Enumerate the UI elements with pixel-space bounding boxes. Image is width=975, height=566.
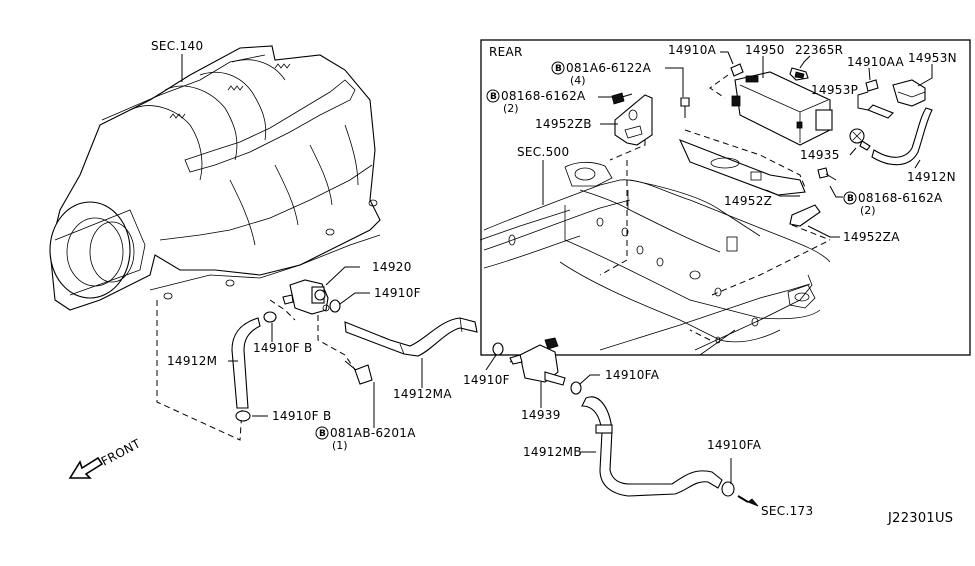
label-sec-140[interactable]: SEC.140 [151,39,203,53]
label-14910fb-lower[interactable]: 14910F B [272,409,332,423]
label-22365r[interactable]: 22365R [795,43,843,57]
front-direction-indicator: FRONT [68,436,143,479]
label-14912n[interactable]: 14912N [907,170,956,184]
label-sec-500[interactable]: SEC.500 [517,145,569,159]
bolt-081ab-illustration [344,360,373,385]
label-081ab-6201a: 081AB-6201A [330,426,416,440]
bracket-14952z [678,138,806,196]
bolt-badge-icon [486,89,500,103]
intake-manifold-illustration [49,45,381,311]
clip-14910a-illustration [730,63,744,77]
purge-valve-14920 [282,279,330,315]
bolt-081a6-illustration [680,97,690,118]
inset-title: REAR [489,45,523,59]
label-14910fa-upper[interactable]: 14910FA [605,368,660,382]
hose-14912n [871,107,933,166]
bolt-08168-illustration-a [611,92,633,105]
valve-14939 [509,337,566,386]
hose-14912mb [581,396,723,497]
bolt-badge-icon [315,426,329,440]
arrow-to-sec-173 [737,495,759,507]
bolt-08168-illustration-b [817,167,837,181]
clamp-14910f-upper [329,299,341,313]
qty-08168-6162a-a: (2) [503,102,519,115]
valve-14935 [849,128,871,151]
svg-text:B: B [490,92,497,102]
clamp-14910fa-lower [721,481,735,497]
svg-text:B: B [319,429,326,439]
qty-081a6-6122a: (4) [570,74,586,87]
label-08168-6162a-b: 08168-6162A [858,191,943,205]
label-081a6-6122a: 081A6-6122A [566,61,652,75]
bolt-badge-icon [843,191,857,205]
hose-14912ma [344,317,478,357]
clamp-14910fb-lower [235,410,251,422]
filter-14953n [892,79,926,107]
label-sec-173[interactable]: SEC.173 [761,504,813,518]
label-14910fb-upper[interactable]: 14910F B [253,341,313,355]
arrow-right-icon [747,498,759,507]
label-14952za[interactable]: 14952ZA [843,230,900,244]
inset-frame [480,39,971,356]
qty-08168-6162a-b: (2) [860,204,876,217]
label-14953n[interactable]: 14953N [908,51,957,65]
arrow-down-left-icon [68,456,104,479]
label-14912m[interactable]: 14912M [167,354,217,368]
qty-081ab-6201a: (1) [332,439,348,452]
clamp-14910fa-upper [570,381,582,395]
label-14952zb[interactable]: 14952ZB [535,117,592,131]
label-14935[interactable]: 14935 [800,148,840,162]
bracket-14952za [789,204,821,227]
label-14939[interactable]: 14939 [521,408,561,422]
rear-inset: REAR [479,39,971,356]
callout-bolt-081ab[interactable]: B 081AB-6201A (1) [315,426,416,452]
clamp-14910f-lower [492,342,504,356]
label-14950[interactable]: 14950 [745,43,785,57]
label-08168-6162a-a: 08168-6162A [501,89,586,103]
bracket-14953p [867,104,894,119]
label-14912mb[interactable]: 14912MB [523,445,582,459]
callout-bolt-081a6[interactable]: B 081A6-6122A (4) [551,61,652,87]
front-label: FRONT [99,436,143,468]
hose-14912m [231,317,261,409]
label-14910f-lower[interactable]: 14910F [463,373,510,387]
bracket-14952zb [614,94,653,146]
sensor-22365r [789,67,809,81]
callout-bolt-08168-a[interactable]: B 08168-6162A (2) [486,89,586,115]
svg-text:B: B [847,194,854,204]
label-14912ma[interactable]: 14912MA [393,387,452,401]
clip-14910aa [865,79,879,92]
svg-text:B: B [555,64,562,74]
figure-id: J22301US [887,511,953,526]
label-14920[interactable]: 14920 [372,260,412,274]
label-14953p[interactable]: 14953P [811,83,858,97]
label-14910fa-lower[interactable]: 14910FA [707,438,762,452]
main-leader-lines [228,266,732,484]
callout-bolt-08168-b[interactable]: B 08168-6162A (2) [843,191,943,217]
label-14910a[interactable]: 14910A [668,43,717,57]
canister-14950 [731,71,833,146]
label-14910f-upper[interactable]: 14910F [374,286,421,300]
label-14952z[interactable]: 14952Z [724,194,772,208]
clamp-14910fb-upper [263,311,277,323]
bolt-badge-icon [551,61,565,75]
vehicle-frame-illustration [479,161,831,356]
inset-leader-lines [542,51,933,238]
label-14910aa[interactable]: 14910AA [847,55,905,69]
